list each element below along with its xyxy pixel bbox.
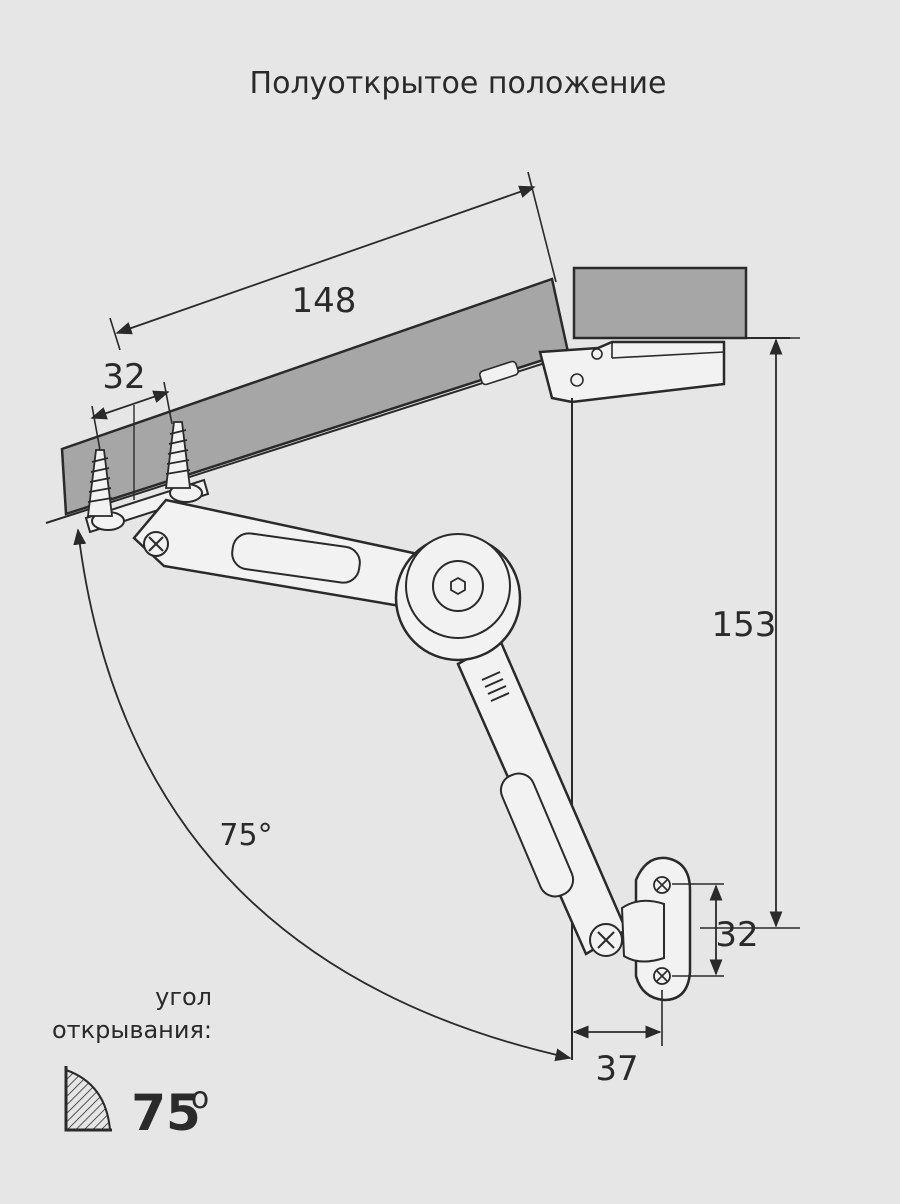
dimension-screw-spacing-label: 32 — [102, 357, 145, 397]
bottom-bracket — [589, 856, 692, 1002]
dimension-148-label: 148 — [292, 281, 357, 321]
dimension-bracket-spacing: 32 — [672, 883, 759, 977]
legend-angle-value: 75 — [131, 1084, 201, 1142]
dimension-153: 153 — [700, 337, 800, 929]
wood-screw-left — [86, 449, 114, 517]
opening-angle-label: 75° — [219, 818, 272, 853]
dimension-bracket-spacing-label: 32 — [715, 915, 758, 955]
top-hinge-block — [538, 340, 726, 404]
angle-symbol-icon — [64, 1066, 112, 1132]
legend-caption-line1: угол — [155, 983, 212, 1011]
cabinet-top-panel — [572, 266, 790, 340]
dimension-37-label: 37 — [595, 1049, 638, 1089]
opening-angle-arc: 75° — [73, 528, 572, 1062]
dimension-153-label: 153 — [712, 605, 777, 645]
opening-angle-legend: угол открывания: 75 o — [52, 983, 212, 1142]
dimension-148: 148 — [109, 171, 557, 351]
dimension-screw-spacing: 32 — [90, 357, 173, 500]
lower-arm — [456, 638, 628, 956]
pivot-hub — [394, 533, 522, 662]
dimension-37: 37 — [572, 990, 663, 1089]
wood-screw-right — [164, 421, 192, 489]
upper-arm — [132, 498, 420, 610]
legend-degree-symbol: o — [191, 1081, 209, 1116]
legend-caption-line2: открывания: — [52, 1016, 212, 1044]
diagram-title: Полуоткрытое положение — [250, 66, 667, 101]
